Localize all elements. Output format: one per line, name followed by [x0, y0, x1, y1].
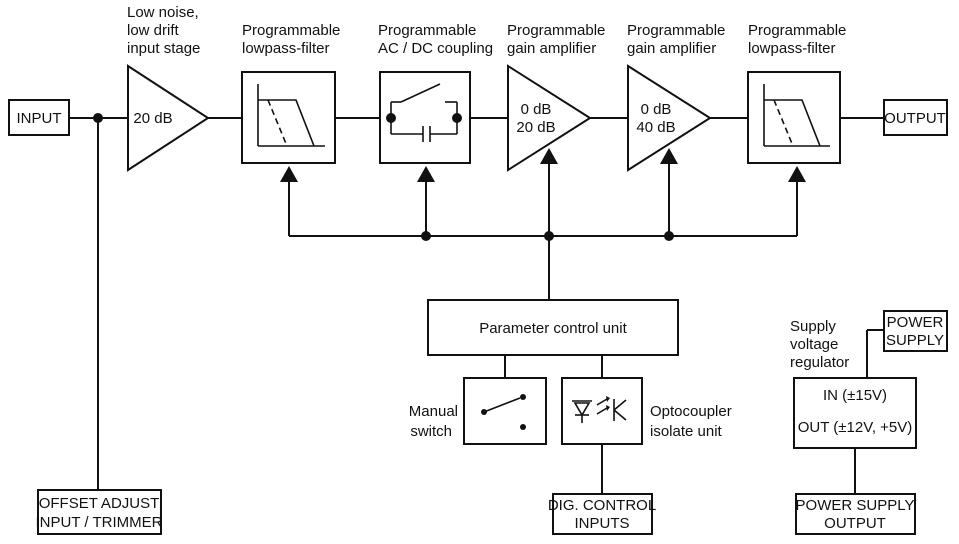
pga2-gain-2: 40 dB [636, 119, 675, 136]
regulator-in-label: IN (±15V) [823, 387, 887, 404]
pga1-gain-1: 0 dB [521, 101, 552, 118]
bus-junction-dot [544, 231, 554, 241]
control-bus [288, 162, 798, 300]
lowpass-filter-2: Programmable lowpass-filter [747, 22, 846, 164]
power-supply-output-block: POWER SUPPLY OUTPUT [795, 493, 916, 535]
pcu-label: Parameter control unit [479, 320, 627, 337]
pga2-gain-1: 0 dB [641, 101, 672, 118]
coupling-node-dot [452, 113, 462, 123]
coupling-node-dot [386, 113, 396, 123]
pga1-gain-2: 20 dB [516, 119, 555, 136]
pga1-caption-1: Programmable [507, 22, 605, 39]
optocoupler-block: Optocoupler isolate unit [561, 377, 732, 445]
ps-output-label-2: OUTPUT [824, 515, 886, 532]
optocoupler-caption-1: Optocoupler [650, 403, 732, 420]
lpf2-caption-1: Programmable [748, 22, 846, 39]
optocoupler-caption-2: isolate unit [650, 423, 723, 440]
pga2-caption-2: gain amplifier [627, 40, 716, 57]
output-label: OUTPUT [884, 110, 946, 127]
regulator-caption-3: regulator [790, 354, 849, 371]
regulator-caption-2: voltage [790, 336, 838, 353]
control-arrow-coupling [417, 166, 435, 182]
coupling-caption-2: AC / DC coupling [378, 40, 493, 57]
control-arrow-pga1 [540, 148, 558, 164]
voltage-regulator-block: IN (±15V) OUT (±12V, +5V) Supply voltage… [790, 318, 917, 449]
pga2-caption-1: Programmable [627, 22, 725, 39]
regulator-out-label: OUT (±12V, +5V) [798, 419, 913, 436]
bus-junction-dot [421, 231, 431, 241]
optocoupler-icon [572, 396, 627, 423]
pga-1: 0 dB 20 dB Programmable gain amplifier [507, 22, 605, 172]
manual-switch-caption-1: Manual [409, 403, 458, 420]
regulator-caption-1: Supply [790, 318, 836, 335]
acdc-coupling-block: Programmable AC / DC coupling [378, 22, 493, 164]
bus-junction-dot [664, 231, 674, 241]
digital-control-inputs-block: DIG. CONTROL INPUTS [548, 493, 656, 535]
signal-path-wires [69, 117, 884, 490]
lpf2-caption-2: lowpass-filter [748, 40, 836, 57]
pga-2: 0 dB 40 dB Programmable gain amplifier [627, 22, 725, 172]
power-supply-label-2: SUPPLY [886, 332, 944, 349]
dig-control-label-1: DIG. CONTROL [548, 497, 656, 514]
offset-junction-dot [93, 113, 103, 123]
output-block: OUTPUT [883, 99, 948, 136]
power-supply-block: POWER SUPPLY [883, 310, 948, 352]
lpf1-caption-1: Programmable [242, 22, 340, 39]
coupling-caption-1: Programmable [378, 22, 476, 39]
dig-control-label-2: INPUTS [574, 515, 629, 532]
preamp-gain: 20 dB [133, 110, 172, 127]
lowpass-icon [763, 84, 830, 147]
manual-switch-block: Manual switch [409, 377, 547, 445]
coupling-switch-icon [390, 83, 458, 142]
lowpass-filter-1: Programmable lowpass-filter [241, 22, 340, 164]
preamp-caption-2: low drift [127, 22, 180, 39]
preamp-caption-1: Low noise, [127, 4, 199, 21]
input-block: INPUT [8, 99, 70, 136]
control-arrow-pga2 [660, 148, 678, 164]
preamp-caption-3: input stage [127, 40, 200, 57]
offset-label-1: OFFSET ADJUST [39, 495, 160, 512]
pga1-caption-2: gain amplifier [507, 40, 596, 57]
manual-switch-caption-2: switch [410, 423, 452, 440]
control-arrow-lpf1 [280, 166, 298, 182]
switch-icon [481, 394, 526, 430]
input-label: INPUT [17, 110, 62, 127]
offset-adjust-block: OFFSET ADJUST INPUT / TRIMMER [36, 489, 163, 535]
control-arrow-lpf2 [788, 166, 806, 182]
lpf1-caption-2: lowpass-filter [242, 40, 330, 57]
parameter-control-unit: Parameter control unit [427, 299, 679, 356]
preamp-block: 20 dB Low noise, low drift input stage [127, 4, 210, 172]
lowpass-icon [257, 84, 325, 147]
power-supply-label-1: POWER [887, 314, 944, 331]
offset-label-2: INPUT / TRIMMER [36, 514, 163, 531]
ps-output-label-1: POWER SUPPLY [796, 497, 915, 514]
